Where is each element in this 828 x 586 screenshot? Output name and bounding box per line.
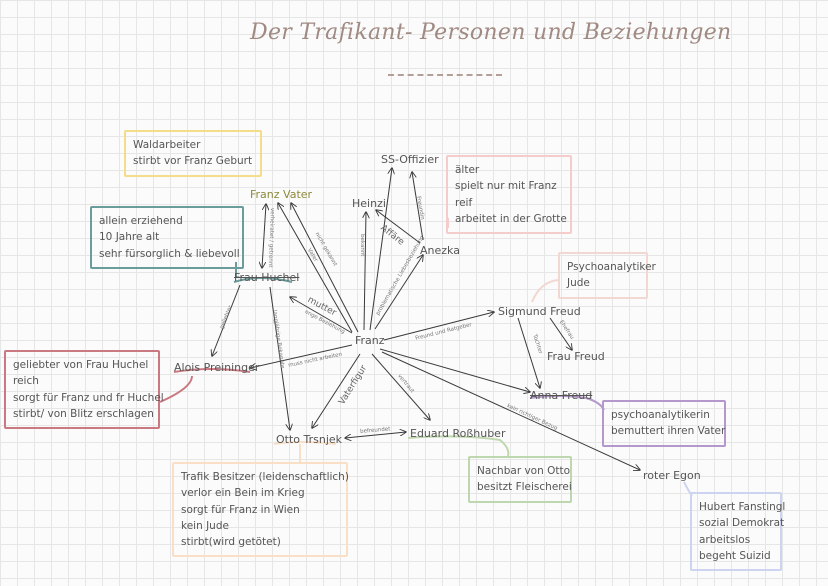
note-line: sorgt für Franz und fr Huchel: [13, 391, 164, 404]
node-franz-vater: Franz Vater: [250, 188, 313, 201]
connector-eduard: [407, 435, 510, 457]
arrow-sigmund-frau: [549, 317, 572, 350]
arrow-anezka-ss: [412, 172, 424, 241]
note-line: Nachbar von Otto: [477, 465, 571, 477]
node-alois-preininger: Alois Preininger: [174, 361, 260, 374]
edge-label-verheiratet: verheiratet / getrennt: [266, 207, 275, 268]
node-frau-huchel: Frau Huchel: [234, 271, 300, 284]
note-line: stirbt/ von Blitz erschlagen: [13, 407, 154, 420]
connector-otto: [273, 441, 337, 445]
node-anna-freud: Anna Freud: [530, 389, 593, 402]
arrow-vater-mutter: [262, 204, 266, 268]
note-line: geliebter von Frau Huchel: [13, 359, 149, 371]
page-title: Der Trafikant- Personen und Beziehungen: [250, 20, 732, 45]
note-line: allein erziehend: [99, 215, 183, 227]
arrow-franz-heinzi: [364, 212, 366, 331]
node-eduard-rosshuber: Eduard Roßhuber: [410, 427, 506, 440]
edge-label-bekannt: bekannt: [359, 234, 365, 257]
arrow-franz-anna: [379, 348, 530, 392]
note-line: stirbt vor Franz Geburt: [133, 155, 253, 168]
note-line: arbeitslos: [699, 533, 751, 546]
note-franz-vater: Waldarbeiter stirbt vor Franz Geburt: [124, 130, 262, 177]
note-line: verlor ein Bein im Krieg: [181, 487, 305, 500]
note-line: reif: [455, 196, 473, 209]
arrow-mutter-alois: [212, 284, 241, 356]
note-line: Hubert Fanstingl: [699, 501, 786, 513]
note-frau-huchel: allein erziehend 10 Jahre alt sehr fürso…: [90, 206, 244, 269]
node-roter-egon: roter Egon: [643, 469, 701, 482]
note-line: bemuttert ihren Vater: [611, 425, 726, 438]
node-otto-trsnjek: Otto Trsnjek: [276, 433, 343, 446]
connector-sigmund: [531, 279, 559, 303]
note-line: sehr fürsorglich & liebevoll: [99, 247, 240, 260]
note-otto-trsnjek: Trafik Besitzer (leidenschaftlich) verlo…: [172, 462, 349, 558]
note-line: spielt nur mit Franz: [455, 180, 557, 193]
note-line: besitzt Fleischerei: [477, 481, 572, 494]
arrow-franz-mutter: [290, 297, 353, 334]
node-frau-freud: Frau Freud: [547, 350, 605, 363]
note-line: stirbt(wird getötet): [181, 536, 281, 549]
note-roter-egon: Hubert Fanstingl sozial Demokrat arbeits…: [690, 492, 786, 572]
note-anezka: älter spielt nur mit Franz reif arbeitet…: [446, 155, 572, 235]
connector-alois: [173, 368, 251, 373]
arrow-franz-egon: [381, 351, 640, 470]
note-line: psychoanalytikerin: [611, 409, 710, 421]
note-line: 10 Jahre alt: [99, 231, 160, 244]
connector-mutter: [233, 277, 293, 283]
note-line: Jude: [567, 277, 590, 290]
connector-alois-box: [159, 375, 193, 403]
arrow-franz-otto: [312, 353, 361, 428]
arrow-franz-ss: [369, 168, 392, 331]
arrow-otto-eduard: [345, 432, 406, 438]
note-line: arbeitet in der Grotte: [455, 212, 567, 225]
arrow-franz-eduard: [371, 353, 430, 420]
note-line: kein Jude: [181, 519, 229, 532]
node-sigmund-freud: Sigmund Freud: [498, 305, 581, 318]
note-anna-freud: psychoanalytikerin bemuttert ihren Vater: [602, 400, 726, 447]
arrow-franz-alois: [250, 344, 353, 368]
note-line: Trafik Besitzer (leidenschaftlich): [181, 471, 349, 483]
node-franz: Franz: [355, 334, 385, 347]
note-alois-preininger: geliebter von Frau Huchel reich sorgt fü…: [4, 350, 164, 430]
note-eduard-rosshuber: Nachbar von Otto besitzt Fleischerei: [468, 456, 572, 503]
arrow-vater-franz: [278, 203, 353, 333]
title-underline: [388, 74, 502, 76]
arrow-franz-sigmund: [383, 312, 494, 341]
note-sigmund-freud: Psychoanalytiker Jude: [558, 252, 656, 299]
node-anezka: Anezka: [420, 244, 460, 257]
arrow-sigmund-anna: [517, 317, 540, 388]
arrow-mutter-otto: [269, 286, 290, 430]
node-heinzi: Heinzi: [352, 197, 386, 210]
arrow-franz-vater: [291, 203, 359, 333]
connector-anna: [529, 395, 587, 399]
note-line: sorgt für Franz in Wien: [181, 503, 300, 516]
note-line: Psychoanalytiker: [567, 261, 656, 273]
arrow-anezka-heinzi: [376, 210, 421, 244]
node-ss-offizier: SS-Offizier: [381, 153, 439, 166]
arrow-franz-anezka: [374, 255, 423, 330]
note-line: begeht Suizid: [699, 549, 771, 562]
note-line: Waldarbeiter: [133, 139, 201, 151]
note-line: reich: [13, 375, 39, 388]
note-line: sozial Demokrat: [699, 517, 785, 530]
note-line: älter: [455, 164, 480, 176]
